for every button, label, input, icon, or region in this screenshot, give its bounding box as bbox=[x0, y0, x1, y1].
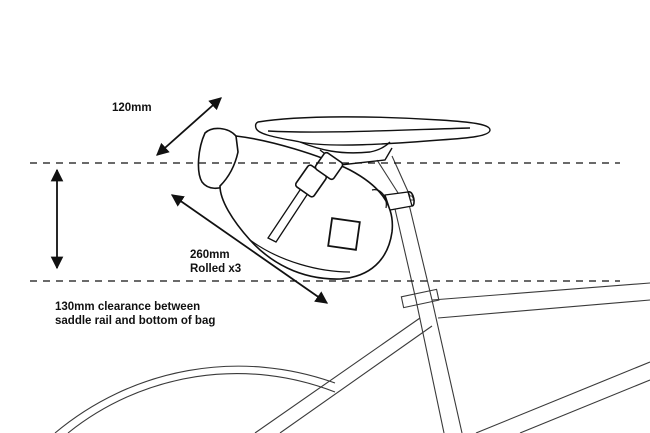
width-label-text: 120mm bbox=[112, 102, 152, 114]
length-label-line1: 260mm bbox=[190, 249, 230, 261]
clearance-label-line2: saddle rail and bottom of bag bbox=[55, 315, 216, 327]
saddle bbox=[254, 116, 491, 166]
width-arrow-icon bbox=[156, 97, 222, 156]
clearance-label-line1: 130mm clearance between bbox=[55, 301, 201, 313]
length-arrow-icon bbox=[170, 194, 329, 304]
width-label: 120mm bbox=[112, 101, 152, 115]
length-label-line2: Rolled x3 bbox=[190, 263, 242, 275]
length-label: 260mm Rolled x3 bbox=[190, 248, 241, 276]
clearance-label: 130mm clearance between saddle rail and … bbox=[55, 300, 215, 328]
